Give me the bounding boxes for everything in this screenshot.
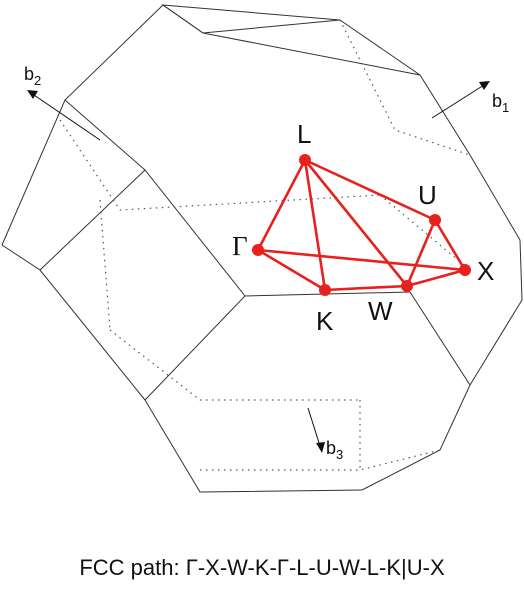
b3-label: b3 [326,438,343,462]
b3-arrowhead [316,442,325,453]
b1-arrowhead [479,81,490,90]
outline-bottom [144,399,363,493]
label-k: K [316,306,334,336]
top-hexagon-face [202,32,421,76]
outline-lower-left [1,244,146,401]
path-w-k [323,284,409,292]
left-hexagon-face [39,169,246,401]
label-w: W [368,296,393,326]
label-u: U [418,180,437,210]
b3-arrow-line [307,407,321,447]
path-w-l [303,158,409,288]
outline-right [469,239,523,386]
hidden-left-vertical [99,199,111,331]
path-k-gamma [256,248,327,292]
top-square-face [161,4,341,34]
path-u-w [405,218,437,288]
path-u-x [433,218,467,272]
b2-arrow-line [33,94,101,141]
point-w [401,280,413,292]
right-lower-face-edge [409,291,471,386]
top-square-face-close [162,4,204,34]
hidden-top-right [339,19,471,156]
reciprocal-vectors: b1 b2 b3 [24,64,509,462]
center-hexagon-top [64,99,146,171]
point-x [459,264,471,276]
hidden-lower-back [109,329,360,401]
outline-lower-right [361,384,471,491]
zone-hidden-edges [59,19,471,471]
label-x: X [477,256,494,286]
b1-arrow-line [431,84,485,119]
hidden-bottom-face [200,449,441,471]
label-l: L [297,119,311,149]
path-x-w [405,268,467,288]
path-caption: FCC path: Γ-X-W-K-Γ-L-U-W-L-K|U-X [79,555,445,580]
b2-label: b2 [24,64,41,88]
outline-upper-right [339,19,521,241]
hidden-back-square [59,119,381,211]
b1-label: b1 [492,91,509,115]
path-gamma-l [256,158,307,252]
point-u [429,214,441,226]
path-gamma-x [256,248,467,272]
label-gamma: Γ [232,231,248,261]
path-l-u [303,158,437,222]
point-k [319,284,331,296]
path-l-k [303,158,327,292]
k-path [252,154,471,296]
point-labels: Γ L U X K W [232,119,494,336]
point-l [299,154,311,166]
b2-arrowhead [27,90,38,99]
point-gamma [252,244,264,256]
